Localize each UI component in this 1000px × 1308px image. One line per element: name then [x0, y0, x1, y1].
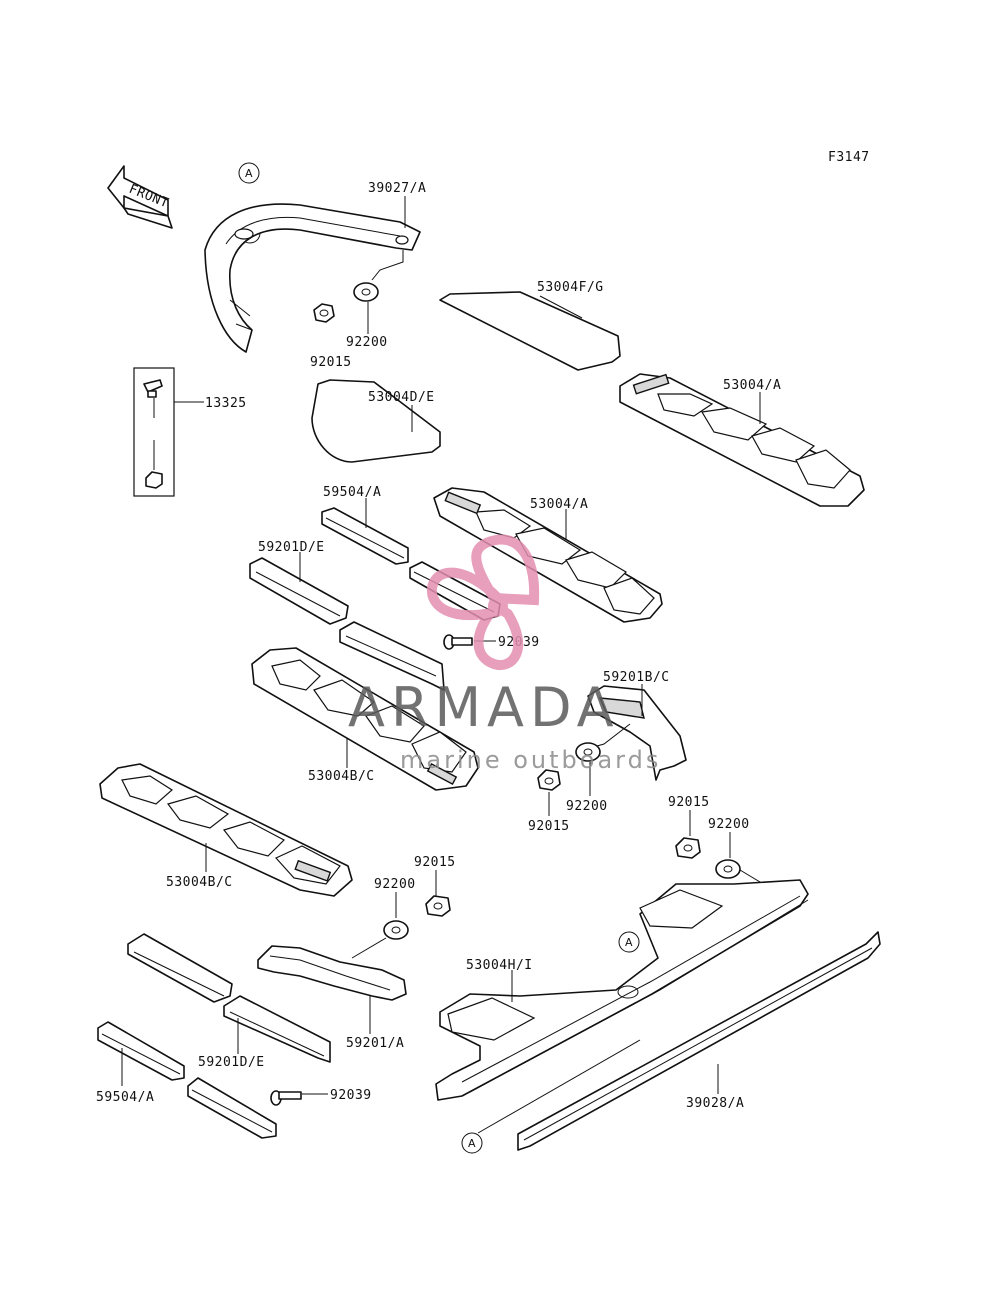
label-92015-mid: 92015 [528, 819, 570, 834]
svg-text:A: A [625, 936, 633, 949]
trim-59504a-low [97, 1021, 277, 1139]
nut-92015-low [425, 895, 451, 917]
trim-59201a [257, 945, 407, 1001]
label-53004hi: 53004H/I [466, 958, 533, 973]
nut-92015-mid [537, 769, 561, 791]
front-arrow-icon: FRONT [107, 165, 173, 229]
mat-53004a-right [619, 373, 865, 507]
label-92015-right: 92015 [668, 795, 710, 810]
label-39027a: 39027/A [368, 181, 426, 196]
label-53004a-right: 53004/A [723, 378, 781, 393]
svg-text:A: A [468, 1137, 476, 1150]
washer-92200-right [715, 859, 741, 879]
mat-53004bc-left [99, 763, 353, 897]
label-53004bc-left: 53004B/C [166, 875, 233, 890]
pad-53004de [311, 379, 441, 463]
label-92039-low: 92039 [330, 1088, 372, 1103]
deck-rail-53004hi [435, 879, 809, 1101]
screw-92039-top [443, 634, 473, 650]
trim-59201de-low [127, 933, 331, 1063]
label-92015-low: 92015 [414, 855, 456, 870]
label-59201bc: 59201B/C [603, 670, 670, 685]
watermark-tagline: marine outboards [400, 746, 661, 774]
label-53004bc-mid: 53004B/C [308, 769, 375, 784]
washer-92200-mid [575, 742, 601, 762]
label-92200-right: 92200 [708, 817, 750, 832]
pad-53004fg [439, 291, 621, 371]
label-59504a-low: 59504/A [96, 1090, 154, 1105]
mat-53004bc-mid [251, 647, 479, 791]
label-92015-top: 92015 [310, 355, 352, 370]
label-59201a: 59201/A [346, 1036, 404, 1051]
propeller-icon [426, 534, 540, 671]
nut-92015-top [313, 303, 335, 323]
ref-marker-a-4: A [618, 931, 640, 953]
mat-53004a-mid [433, 487, 663, 623]
label-59201de-top: 59201D/E [258, 540, 325, 555]
nut-92015-right [675, 837, 701, 859]
label-59201de-low: 59201D/E [198, 1055, 265, 1070]
watermark-brand: ARMADA [348, 676, 620, 739]
label-59504a-top: 59504/A [323, 485, 381, 500]
ref-marker-a-1: A [238, 162, 260, 184]
label-53004de: 53004D/E [368, 390, 435, 405]
label-53004a-mid: 53004/A [530, 497, 588, 512]
watermark-logo: ARMADA marine outboards [348, 534, 661, 774]
ref-marker-a-5: A [461, 1132, 483, 1154]
washer-92200-top [353, 282, 379, 302]
label-53004fg: 53004F/G [537, 280, 604, 295]
label-39028a: 39028/A [686, 1096, 744, 1111]
label-13325: 13325 [205, 396, 247, 411]
washer-92200-low [383, 920, 409, 940]
leader [371, 250, 404, 281]
label-92200-top: 92200 [346, 335, 388, 350]
trim-59504a-top [321, 507, 409, 565]
svg-text:A: A [245, 167, 253, 180]
label-92200-low: 92200 [374, 877, 416, 892]
label-92200-mid: 92200 [566, 799, 608, 814]
rail-cover-39028a [517, 931, 881, 1151]
grab-handle-39027 [204, 203, 421, 353]
screw-92039-low [270, 1090, 302, 1106]
clip-13325 [143, 379, 163, 489]
figure-code: F3147 [828, 150, 870, 165]
